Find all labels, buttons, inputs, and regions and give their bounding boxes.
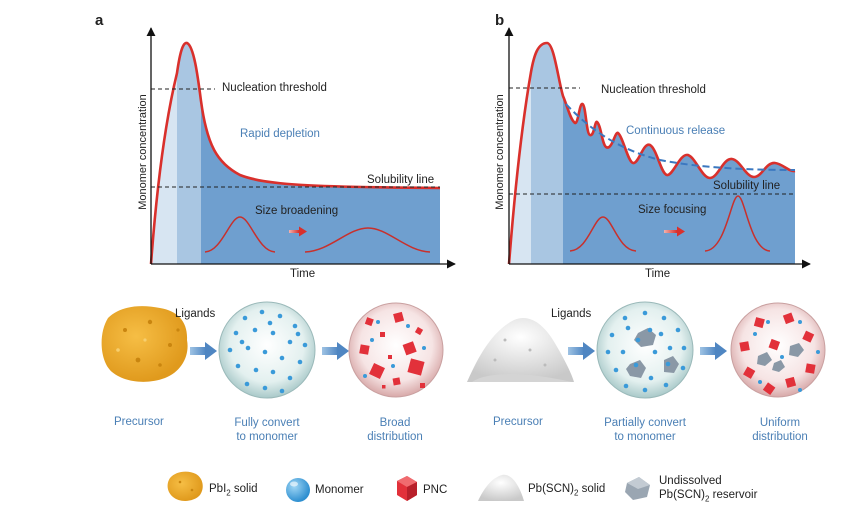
flow-b-monomer-sphere	[596, 301, 694, 399]
panel-a-size-label: Size broadening	[255, 205, 339, 217]
flow-a-arrow-2	[322, 342, 349, 360]
flow-b-distribution-label: Uniform distribution	[735, 416, 825, 444]
legend-reservoir-main: Pb(SCN)	[659, 489, 706, 501]
flow-b-distribution-line1: Uniform	[759, 417, 801, 429]
flow-a	[101, 301, 444, 399]
pbscn2-solid-image	[467, 317, 574, 382]
panel-a-x-axis-label: Time	[290, 268, 316, 280]
panel-a-letter: a	[95, 12, 104, 29]
flow-a-pnc-sphere	[348, 302, 444, 398]
flow-a-convert-label: Fully convert to monomer	[217, 416, 317, 444]
panel-a-broad-distribution	[304, 227, 431, 253]
legend-pbscn2-icon	[478, 474, 524, 501]
panel-b-solubility-label: Solubility line	[713, 180, 781, 192]
legend-pbi2-rest: solid	[230, 483, 258, 495]
panel-b-release-label: Continuous release	[626, 125, 726, 137]
panel-b-focused-distribution	[704, 195, 771, 252]
panel-a-nucleation-label: Nucleation threshold	[222, 82, 327, 94]
flow-a-distribution-label: Broad distribution	[350, 416, 440, 444]
flow-b-ligands-label: Ligands	[551, 308, 592, 320]
flow-a-ligands-label: Ligands	[175, 308, 216, 320]
flow-b-convert-line1: Partially convert	[604, 417, 686, 429]
legend-reservoir-rest: reservoir	[709, 489, 758, 501]
panel-b-release-trend	[565, 103, 796, 171]
legend-pbi2-icon	[167, 471, 203, 501]
legend-reservoir-line1: Undissolved	[659, 475, 722, 487]
flow-b-precursor-label: Precursor	[493, 416, 543, 428]
panel-a-red-arrow	[289, 226, 307, 237]
panel-b-fill-mid	[531, 43, 563, 264]
flow-b-distribution-line2: distribution	[752, 431, 808, 443]
legend-pnc-label: PNC	[423, 484, 448, 496]
flow-b-arrow-1	[568, 342, 595, 360]
flow-b-pnc-sphere	[730, 302, 826, 398]
panel-a-depletion-label: Rapid depletion	[240, 128, 320, 140]
flow-b-convert-label: Partially convert to monomer	[590, 416, 700, 444]
flow-a-distribution-line2: distribution	[367, 431, 423, 443]
legend-monomer-icon	[286, 478, 310, 502]
panel-a-y-axis-label: Monomer concentration	[137, 94, 149, 210]
panel-a-narrow-distribution	[204, 216, 276, 253]
panel-b-size-label: Size focusing	[638, 204, 707, 216]
panel-b-red-arrow	[664, 226, 685, 237]
panel-b-x-axis-label: Time	[645, 268, 671, 280]
pbi2-solid-image	[101, 306, 188, 382]
panel-a-fill-mid	[177, 42, 201, 264]
flow-b-convert-line2: to monomer	[614, 431, 676, 443]
legend-pbi2-sub: 2	[226, 488, 231, 498]
legend-pbscn2-main: Pb(SCN)	[528, 483, 575, 495]
legend-pbscn2-rest: solid	[578, 483, 606, 495]
legend-pbscn2-label: Pb(SCN)2 solid	[528, 483, 605, 497]
panel-b-fill-light	[509, 72, 531, 264]
legend-pnc-icon	[397, 476, 417, 501]
legend-reservoir-sub: 2	[705, 494, 710, 504]
flow-a-distribution-line1: Broad	[379, 417, 411, 429]
panel-b-plot	[504, 27, 811, 269]
panel-b-initial-distribution	[569, 216, 637, 252]
legend-monomer-label: Monomer	[315, 484, 364, 496]
legend-pbscn2-sub: 2	[574, 488, 579, 498]
legend-pbi2-label: PbI2 solid	[209, 483, 258, 497]
panel-b-letter: b	[495, 12, 505, 29]
legend-reservoir-line2: Pb(SCN)2 reservoir	[659, 488, 757, 506]
panel-b-concentration-curve	[507, 41, 796, 265]
panel-b-y-axis-label: Monomer concentration	[494, 94, 506, 210]
panel-a-fill-dark	[201, 101, 440, 264]
panel-a-concentration-curve	[149, 41, 441, 265]
legend-reservoir-label: Undissolved Pb(SCN)2 reservoir	[659, 474, 757, 506]
legend-reservoir-icon	[625, 477, 650, 500]
legend-pbi2-main: PbI	[209, 483, 227, 495]
panel-b-nucleation-label: Nucleation threshold	[601, 84, 706, 96]
flow-a-convert-line2: to monomer	[236, 431, 298, 443]
panel-a-fill-light	[151, 73, 177, 264]
flow-a-convert-line1: Fully convert	[234, 417, 300, 429]
flow-a-precursor-label: Precursor	[114, 416, 164, 428]
flow-b	[467, 301, 826, 399]
panel-a-plot	[146, 27, 456, 269]
flow-a-arrow-1	[190, 342, 217, 360]
flow-a-monomer-sphere	[218, 301, 316, 399]
panel-a-solubility-label: Solubility line	[367, 174, 435, 186]
flow-b-arrow-2	[700, 342, 727, 360]
